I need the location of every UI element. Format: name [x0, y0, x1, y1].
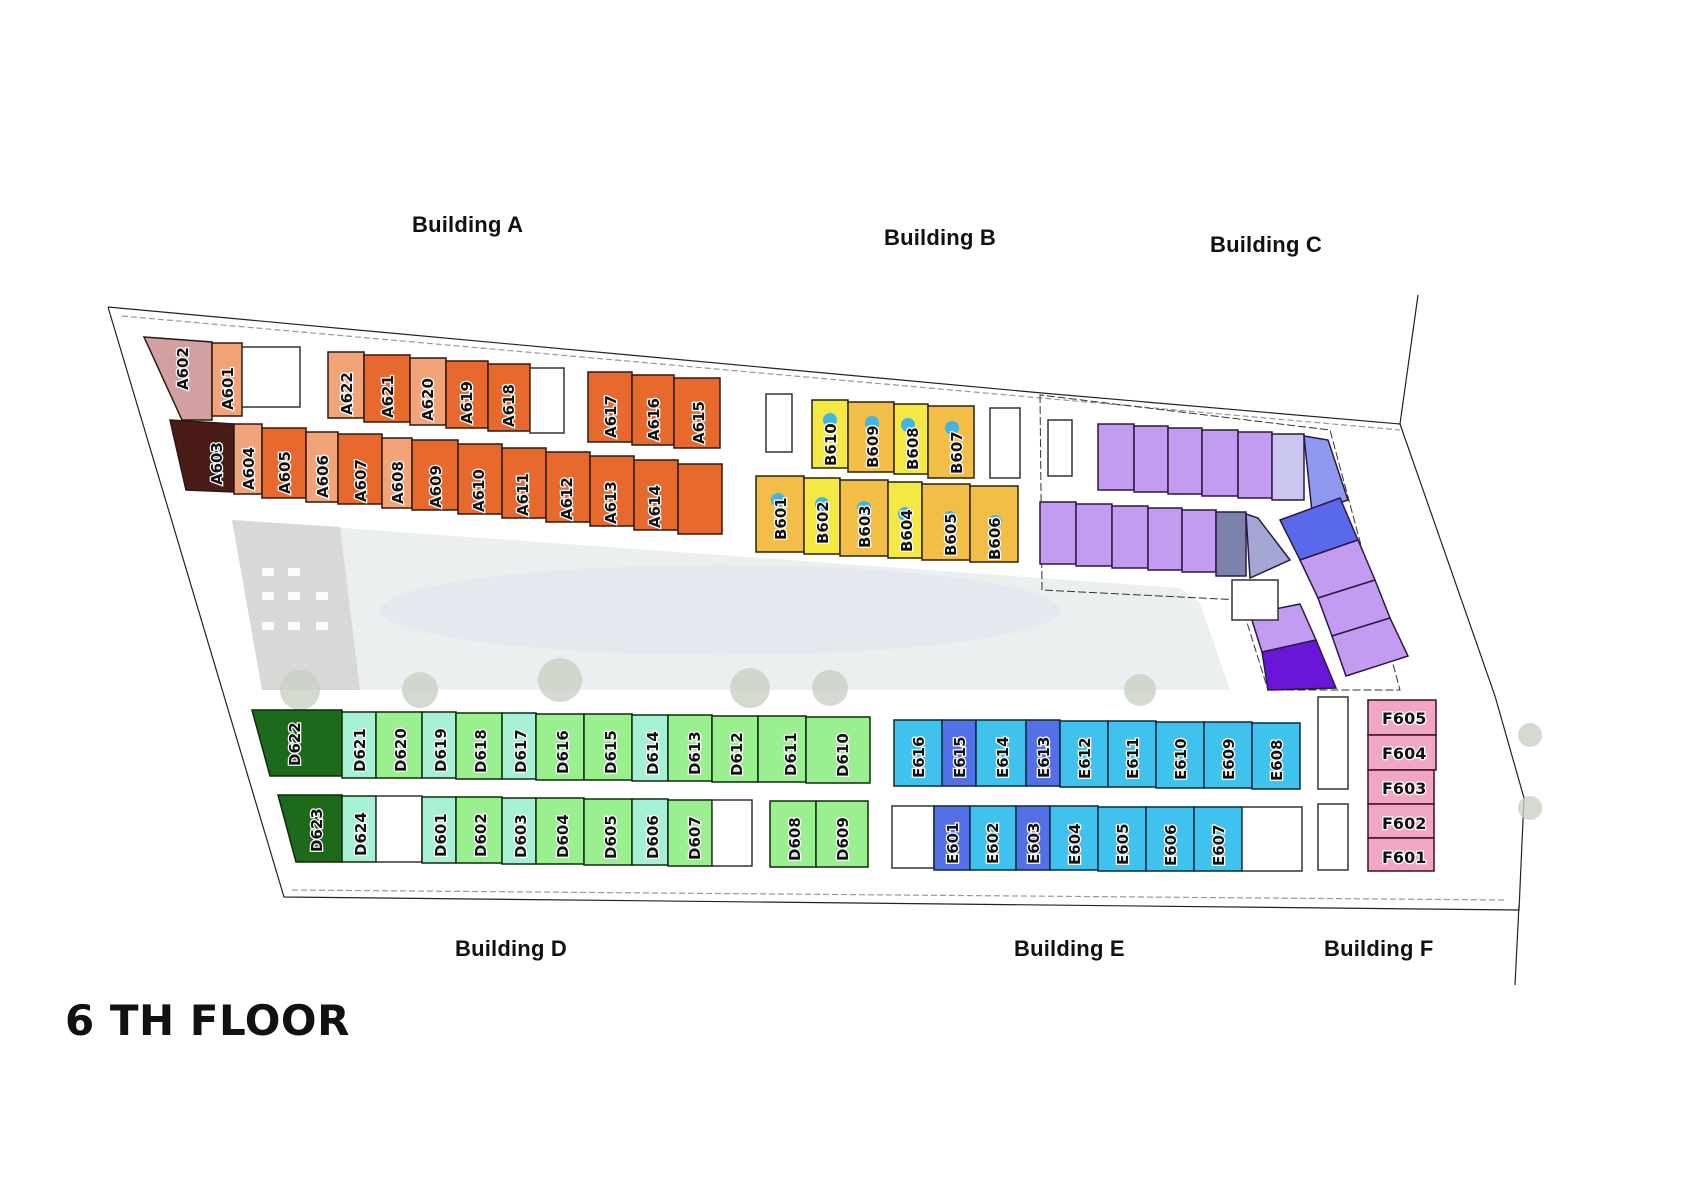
unit-B607[interactable]: B607	[947, 430, 968, 475]
unit-A601[interactable]: A601	[218, 366, 239, 411]
building-d-block	[251, 709, 871, 868]
unit-A607[interactable]: A607	[351, 458, 372, 503]
unit-E603[interactable]: E603	[1024, 821, 1045, 865]
unit-D621[interactable]: D621	[350, 727, 371, 773]
unit-A608[interactable]: A608	[388, 460, 409, 505]
unit-A619[interactable]: A619	[457, 380, 478, 425]
unit-E615[interactable]: E615	[950, 735, 971, 779]
unit-E604[interactable]: E604	[1065, 822, 1086, 866]
unit-A621[interactable]: A621	[378, 374, 399, 419]
unit-E612[interactable]: E612	[1075, 736, 1096, 780]
unit-A612[interactable]: A612	[557, 476, 578, 521]
building-f-label: Building F	[1324, 936, 1434, 961]
unit-D610[interactable]: D610	[833, 732, 854, 778]
unit-B602[interactable]: B602	[813, 500, 834, 545]
unit-D617[interactable]: D617	[511, 728, 532, 774]
building-a-block	[142, 336, 723, 535]
unit-D619[interactable]: D619	[431, 727, 452, 773]
unit-D614[interactable]: D614	[643, 730, 664, 776]
unit-B608[interactable]: B608	[903, 426, 924, 471]
unit-E609[interactable]: E609	[1219, 737, 1240, 781]
unit-F603[interactable]: F603	[1381, 778, 1428, 800]
unit-A615[interactable]: A615	[689, 400, 710, 445]
unit-B606[interactable]: B606	[985, 516, 1006, 561]
unit-A610[interactable]: A610	[469, 468, 490, 513]
unit-A618[interactable]: A618	[499, 383, 520, 428]
unit-E610[interactable]: E610	[1171, 737, 1192, 781]
unit-B601[interactable]: B601	[771, 496, 792, 541]
unit-E616[interactable]: E616	[909, 735, 930, 779]
unit-A620[interactable]: A620	[418, 377, 439, 422]
unit-E614[interactable]: E614	[993, 735, 1014, 779]
unit-A622[interactable]: A622	[337, 371, 358, 416]
unit-D620[interactable]: D620	[391, 727, 412, 773]
unit-E602[interactable]: E602	[983, 821, 1004, 865]
unit-D616[interactable]: D616	[553, 729, 574, 775]
unit-E611[interactable]: E611	[1123, 736, 1144, 780]
unit-D622[interactable]: D622	[285, 721, 306, 767]
unit-D608[interactable]: D608	[785, 816, 806, 862]
unit-D602[interactable]: D602	[471, 812, 492, 858]
site-boundary	[107, 294, 1525, 986]
unit-D611[interactable]: D611	[781, 731, 802, 777]
unit-D604[interactable]: D604	[553, 813, 574, 859]
building-c-block	[1039, 394, 1410, 691]
unit-A604[interactable]: A604	[239, 446, 260, 491]
unit-D624[interactable]: D624	[351, 811, 372, 857]
unit-F605[interactable]: F605	[1381, 708, 1428, 730]
unit-D615[interactable]: D615	[601, 729, 622, 775]
building-c-label: Building C	[1210, 232, 1322, 257]
unit-A602[interactable]: A602	[173, 346, 194, 391]
unit-D612[interactable]: D612	[727, 731, 748, 777]
unit-B609[interactable]: B609	[863, 424, 884, 469]
unit-F604[interactable]: F604	[1381, 743, 1428, 765]
unit-A611[interactable]: A611	[513, 472, 534, 517]
building-d-label: Building D	[455, 936, 567, 961]
unit-A605[interactable]: A605	[275, 450, 296, 495]
building-a-label: Building A	[412, 212, 524, 237]
unit-E607[interactable]: E607	[1209, 823, 1230, 867]
unit-E601[interactable]: E601	[943, 821, 964, 865]
unit-A616[interactable]: A616	[644, 397, 665, 442]
unit-D623[interactable]: D623	[307, 807, 328, 853]
courtyard	[232, 520, 1542, 820]
unit-A603[interactable]: A603	[207, 441, 228, 486]
floor-title: 6 TH FLOOR	[65, 996, 350, 1045]
building-b-dots	[771, 413, 1002, 529]
unit-B605[interactable]: B605	[941, 512, 962, 557]
unit-E613[interactable]: E613	[1034, 735, 1055, 779]
unit-A609[interactable]: A609	[426, 464, 447, 509]
unit-D603[interactable]: D603	[511, 813, 532, 859]
unit-A614[interactable]: A614	[645, 484, 666, 529]
unit-F601[interactable]: F601	[1381, 847, 1428, 869]
unit-A613[interactable]: A613	[601, 480, 622, 525]
building-f-block	[1317, 696, 1437, 872]
building-b-block	[755, 393, 1021, 563]
unit-D618[interactable]: D618	[471, 728, 492, 774]
unit-D606[interactable]: D606	[643, 814, 664, 860]
unit-D607[interactable]: D607	[685, 815, 706, 861]
unit-E606[interactable]: E606	[1161, 823, 1182, 867]
unit-D601[interactable]: D601	[431, 812, 452, 858]
unit-D609[interactable]: D609	[833, 816, 854, 862]
unit-E608[interactable]: E608	[1267, 738, 1288, 782]
unit-D613[interactable]: D613	[685, 730, 706, 776]
unit-A617[interactable]: A617	[601, 394, 622, 439]
unit-B610[interactable]: B610	[821, 422, 842, 467]
unit-B603[interactable]: B603	[855, 504, 876, 549]
building-b-label: Building B	[884, 225, 996, 250]
unit-E605[interactable]: E605	[1113, 822, 1134, 866]
unit-D605[interactable]: D605	[601, 814, 622, 860]
unit-F602[interactable]: F602	[1381, 813, 1428, 835]
building-e-label: Building E	[1014, 936, 1125, 961]
unit-A606[interactable]: A606	[313, 454, 334, 499]
unit-B604[interactable]: B604	[897, 508, 918, 553]
building-e-block	[891, 719, 1303, 872]
